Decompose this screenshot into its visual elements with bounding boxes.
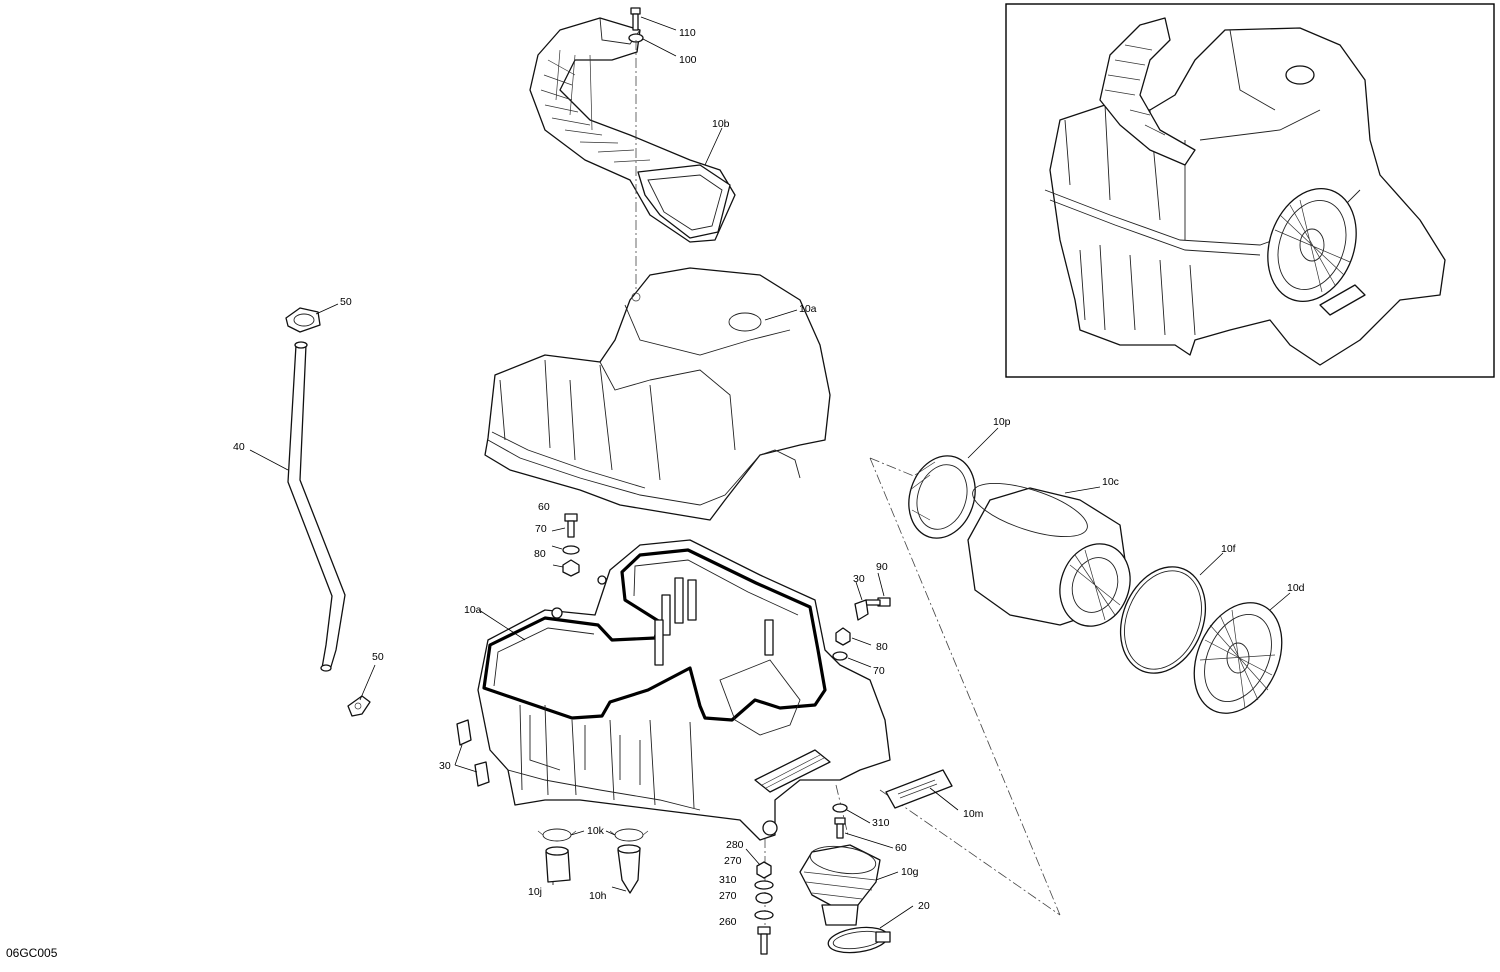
callout-10p: 10p xyxy=(993,416,1011,428)
o-ring-10f xyxy=(1119,566,1207,674)
nut-80-left xyxy=(562,559,580,577)
callout-10g: 10g xyxy=(901,866,919,878)
nut-80-right xyxy=(835,627,851,646)
clip-30-left-lower xyxy=(474,761,490,787)
nut-280 xyxy=(756,861,772,879)
bolt-60-bottom xyxy=(834,817,846,839)
clamp-50-top xyxy=(285,307,321,333)
clip-10k-left xyxy=(537,828,577,842)
washer-270-bottom xyxy=(754,910,774,920)
inset-frame xyxy=(1005,3,1495,378)
callout-30-right: 30 xyxy=(853,573,865,585)
callout-100: 100 xyxy=(679,54,697,66)
callout-10d: 10d xyxy=(1287,582,1305,594)
bolt-60-top xyxy=(564,513,578,538)
warning-label-10m xyxy=(885,769,953,809)
callout-70-right: 70 xyxy=(873,665,885,677)
callout-50-top: 50 xyxy=(340,296,352,308)
clamp-50-bottom xyxy=(347,695,371,717)
drain-valve-10h xyxy=(617,844,641,894)
clip-30-right xyxy=(854,599,869,621)
callout-10h: 10h xyxy=(589,890,607,902)
diagram-code: 06GC005 xyxy=(6,946,58,960)
clip-30-left-upper xyxy=(456,719,472,746)
callout-10b: 10b xyxy=(712,118,730,130)
callout-50-bottom: 50 xyxy=(372,651,384,663)
callout-260: 260 xyxy=(719,916,737,928)
bolt-90 xyxy=(865,597,891,607)
callout-280: 280 xyxy=(726,839,744,851)
callout-10a-bottom: 10a xyxy=(464,604,482,616)
washer-270-top xyxy=(754,880,774,890)
callout-110: 110 xyxy=(679,27,696,39)
callout-310-left: 310 xyxy=(719,874,737,886)
washer-310-right xyxy=(832,803,848,813)
callout-90: 90 xyxy=(876,561,888,573)
air-filter-10c xyxy=(967,482,1131,627)
bolt-260 xyxy=(757,926,771,955)
callout-10j: 10j xyxy=(528,886,542,898)
callout-10c: 10c xyxy=(1102,476,1119,488)
callout-10a-top: 10a xyxy=(799,303,817,315)
grommet-310 xyxy=(755,892,773,904)
callout-20: 20 xyxy=(918,900,930,912)
leader-lines xyxy=(249,16,1291,929)
callout-10f: 10f xyxy=(1221,543,1236,555)
outlet-boot-10g xyxy=(799,844,881,926)
callout-80-left: 80 xyxy=(534,548,546,560)
washer-70-right xyxy=(832,651,848,661)
vent-hose xyxy=(287,341,346,672)
drain-tube-10j xyxy=(545,846,571,883)
callout-60-top: 60 xyxy=(538,501,550,513)
callout-270-bottom: 270 xyxy=(719,890,737,902)
intake-snorkel xyxy=(529,17,736,243)
end-cap-10d xyxy=(1193,602,1283,714)
washer-70-left xyxy=(562,545,580,555)
callout-310-right: 310 xyxy=(872,817,890,829)
assembled-view-inset xyxy=(1005,3,1495,378)
callout-10m: 10m xyxy=(963,808,984,820)
callout-40: 40 xyxy=(233,441,245,453)
callout-60-bottom: 60 xyxy=(895,842,907,854)
seal-ring-10p xyxy=(908,455,976,539)
bolt-110 xyxy=(630,7,641,31)
airbox-cover xyxy=(484,267,831,521)
callout-30-left: 30 xyxy=(439,760,451,772)
callout-70-left: 70 xyxy=(535,523,547,535)
clip-10k-right xyxy=(609,828,649,842)
callout-10k: 10k xyxy=(587,825,605,837)
callout-270-top: 270 xyxy=(724,855,742,867)
callouts: 110 100 10b 10a 50 40 50 10p 10c 10f 10d… xyxy=(6,27,1305,960)
callout-80-right: 80 xyxy=(876,641,888,653)
hose-clamp-20 xyxy=(827,926,891,954)
airbox-base xyxy=(477,539,891,841)
